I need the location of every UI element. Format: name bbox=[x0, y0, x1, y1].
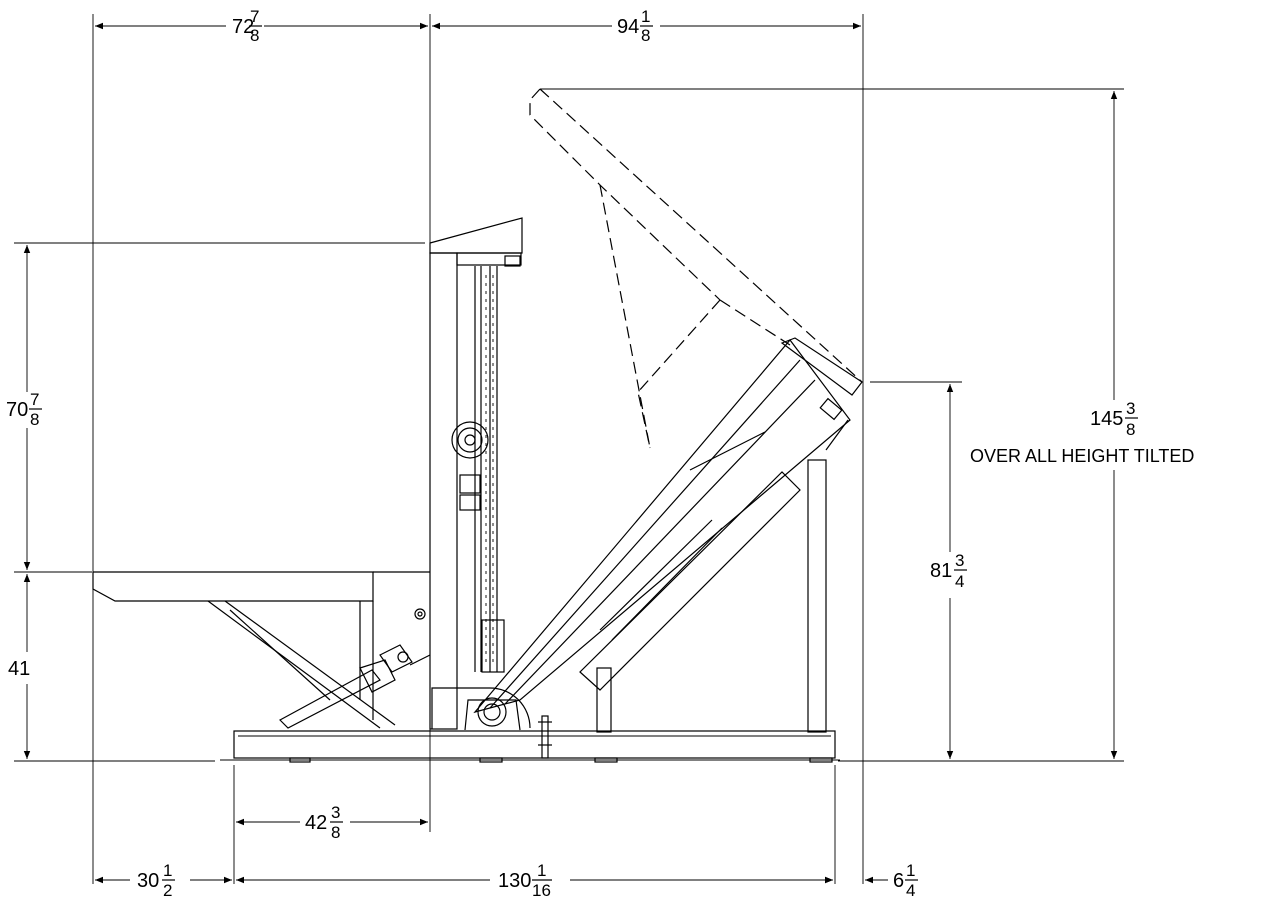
svg-text:3: 3 bbox=[955, 551, 964, 570]
svg-text:70: 70 bbox=[6, 399, 28, 421]
svg-text:42: 42 bbox=[305, 812, 327, 834]
svg-text:8: 8 bbox=[331, 823, 340, 842]
vertical-mast bbox=[429, 217, 523, 730]
svg-text:8: 8 bbox=[30, 410, 39, 429]
dim-label-70-7-8: 70 7 8 bbox=[6, 390, 42, 429]
svg-text:8: 8 bbox=[250, 26, 259, 45]
svg-text:1: 1 bbox=[537, 861, 546, 880]
svg-text:4: 4 bbox=[955, 572, 964, 591]
tilted-bin-phantom bbox=[529, 88, 863, 449]
dimension-lines bbox=[23, 22, 1118, 884]
svg-text:72: 72 bbox=[232, 16, 254, 38]
rear-support bbox=[596, 419, 849, 733]
svg-text:8: 8 bbox=[641, 26, 650, 45]
svg-text:1: 1 bbox=[641, 7, 650, 26]
svg-text:30: 30 bbox=[137, 870, 159, 892]
svg-text:94: 94 bbox=[617, 16, 639, 38]
dim-label-145-3-8: 145 3 8 OVER ALL HEIGHT TILTED bbox=[970, 399, 1194, 466]
dim-label-6-1-4: 6 1 4 bbox=[893, 861, 918, 899]
hydraulic-cylinder bbox=[279, 608, 431, 729]
pivot-housing bbox=[431, 687, 531, 731]
dim-label-130-1-16: 130 1 16 bbox=[498, 861, 552, 899]
drive-chain bbox=[485, 275, 494, 665]
svg-text:6: 6 bbox=[893, 870, 904, 892]
dim-label-42-3-8: 42 3 8 bbox=[305, 803, 343, 842]
svg-text:7: 7 bbox=[30, 390, 39, 409]
sprocket bbox=[451, 421, 489, 459]
base-frame bbox=[220, 715, 840, 763]
svg-text:2: 2 bbox=[163, 881, 172, 899]
svg-text:130: 130 bbox=[498, 870, 531, 892]
svg-text:1: 1 bbox=[906, 861, 915, 880]
dim-label-94-1-8: 94 1 8 bbox=[617, 7, 653, 45]
scissor-arms bbox=[207, 600, 396, 729]
tilted-carriage bbox=[473, 337, 863, 714]
svg-text:16: 16 bbox=[532, 881, 551, 899]
svg-text:41: 41 bbox=[8, 658, 30, 680]
dim-label-81-3-4: 81 3 4 bbox=[930, 551, 967, 591]
overall-height-note: OVER ALL HEIGHT TILTED bbox=[970, 446, 1194, 466]
svg-text:8: 8 bbox=[1126, 420, 1135, 439]
svg-text:3: 3 bbox=[331, 803, 340, 822]
svg-text:4: 4 bbox=[906, 881, 915, 899]
extension-lines bbox=[14, 14, 1124, 884]
svg-text:145: 145 bbox=[1090, 408, 1123, 430]
svg-text:3: 3 bbox=[1126, 399, 1135, 418]
dim-label-41: 41 bbox=[8, 658, 30, 680]
svg-text:1: 1 bbox=[163, 861, 172, 880]
svg-text:7: 7 bbox=[250, 7, 259, 26]
dim-label-72-7-8: 72 7 8 bbox=[232, 7, 262, 45]
svg-text:81: 81 bbox=[930, 560, 952, 582]
lowered-platform bbox=[92, 571, 430, 720]
dim-label-30-1-2: 30 1 2 bbox=[137, 861, 175, 899]
